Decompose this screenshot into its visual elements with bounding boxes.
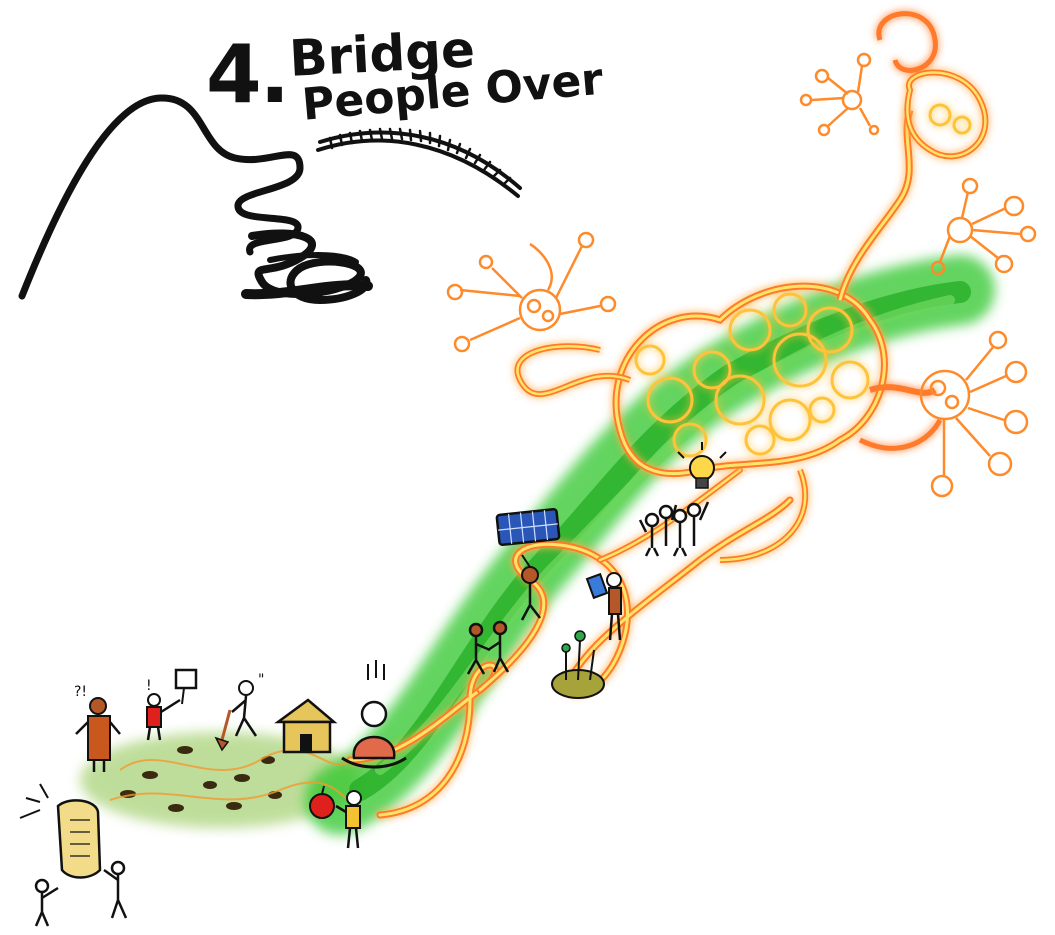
crowd-icon bbox=[640, 502, 708, 556]
neuron-cluster-top-right bbox=[801, 54, 878, 135]
railway-track-icon bbox=[318, 129, 520, 196]
svg-text:!: ! bbox=[146, 678, 152, 694]
hut-icon bbox=[278, 700, 334, 752]
scroll-icon bbox=[20, 784, 100, 878]
person-with-sign: ! bbox=[146, 670, 196, 740]
neuron-cluster-left bbox=[448, 233, 615, 351]
neuron-cluster-lower-right bbox=[921, 332, 1027, 496]
head-blob bbox=[879, 14, 986, 157]
step-number: 4. bbox=[206, 28, 288, 121]
svg-text:": " bbox=[258, 672, 264, 688]
svg-text:?!: ?! bbox=[74, 684, 87, 700]
